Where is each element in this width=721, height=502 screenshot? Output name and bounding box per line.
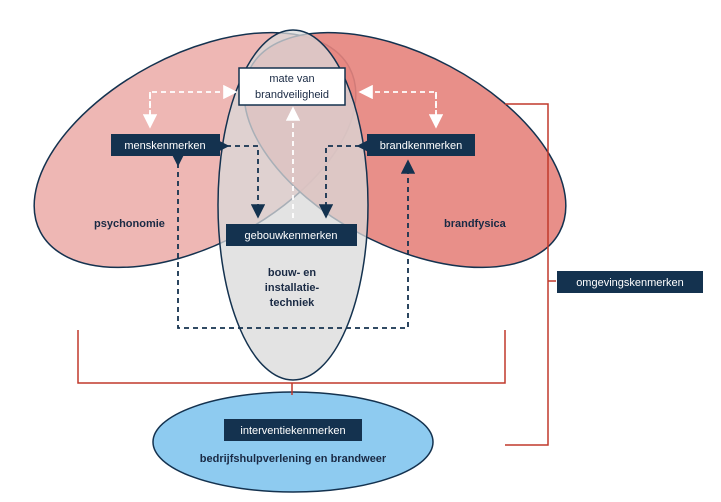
brandkenmerken-box — [367, 134, 475, 156]
arrow-loop-bottom — [170, 152, 416, 329]
omgevingskenmerken-label: omgevingskenmerken — [576, 277, 684, 289]
interventie-ellipse — [152, 391, 434, 493]
gebouwkenmerken-label: gebouwkenmerken — [245, 230, 338, 242]
interventiekenmerken-label: interventiekenmerken — [240, 425, 345, 437]
menskenmerken-label: menskenmerken — [124, 140, 205, 152]
bhv-label: bedrijfshulpverlening en brandweer — [200, 453, 387, 465]
interventiekenmerken-box — [224, 419, 362, 441]
brandkenmerken-label: brandkenmerken — [380, 140, 463, 152]
right-bracket — [505, 103, 556, 446]
gebouwkenmerken-box — [226, 224, 357, 246]
brandveiligheid-box — [238, 67, 346, 106]
bouw-label-line3: techniek — [270, 297, 316, 309]
psychonomie-label: psychonomie — [94, 218, 165, 230]
brandveiligheid-line2: brandveiligheid — [255, 89, 329, 101]
arrow-mens-to-top — [149, 84, 238, 117]
bouw-label-line2: installatie- — [265, 282, 320, 294]
bouw-label-line1: bouw- en — [268, 267, 317, 279]
arrow-brand-to-top — [358, 84, 437, 117]
brandveiligheid-line1: mate van — [269, 73, 314, 85]
brandfysica-label: brandfysica — [444, 218, 507, 230]
arrow-brand-gebouw — [318, 138, 371, 219]
bottom-bracket — [77, 330, 506, 395]
menskenmerken-box — [111, 134, 220, 156]
omgevingskenmerken-box — [557, 271, 703, 293]
arrow-mens-gebouw — [215, 138, 266, 219]
